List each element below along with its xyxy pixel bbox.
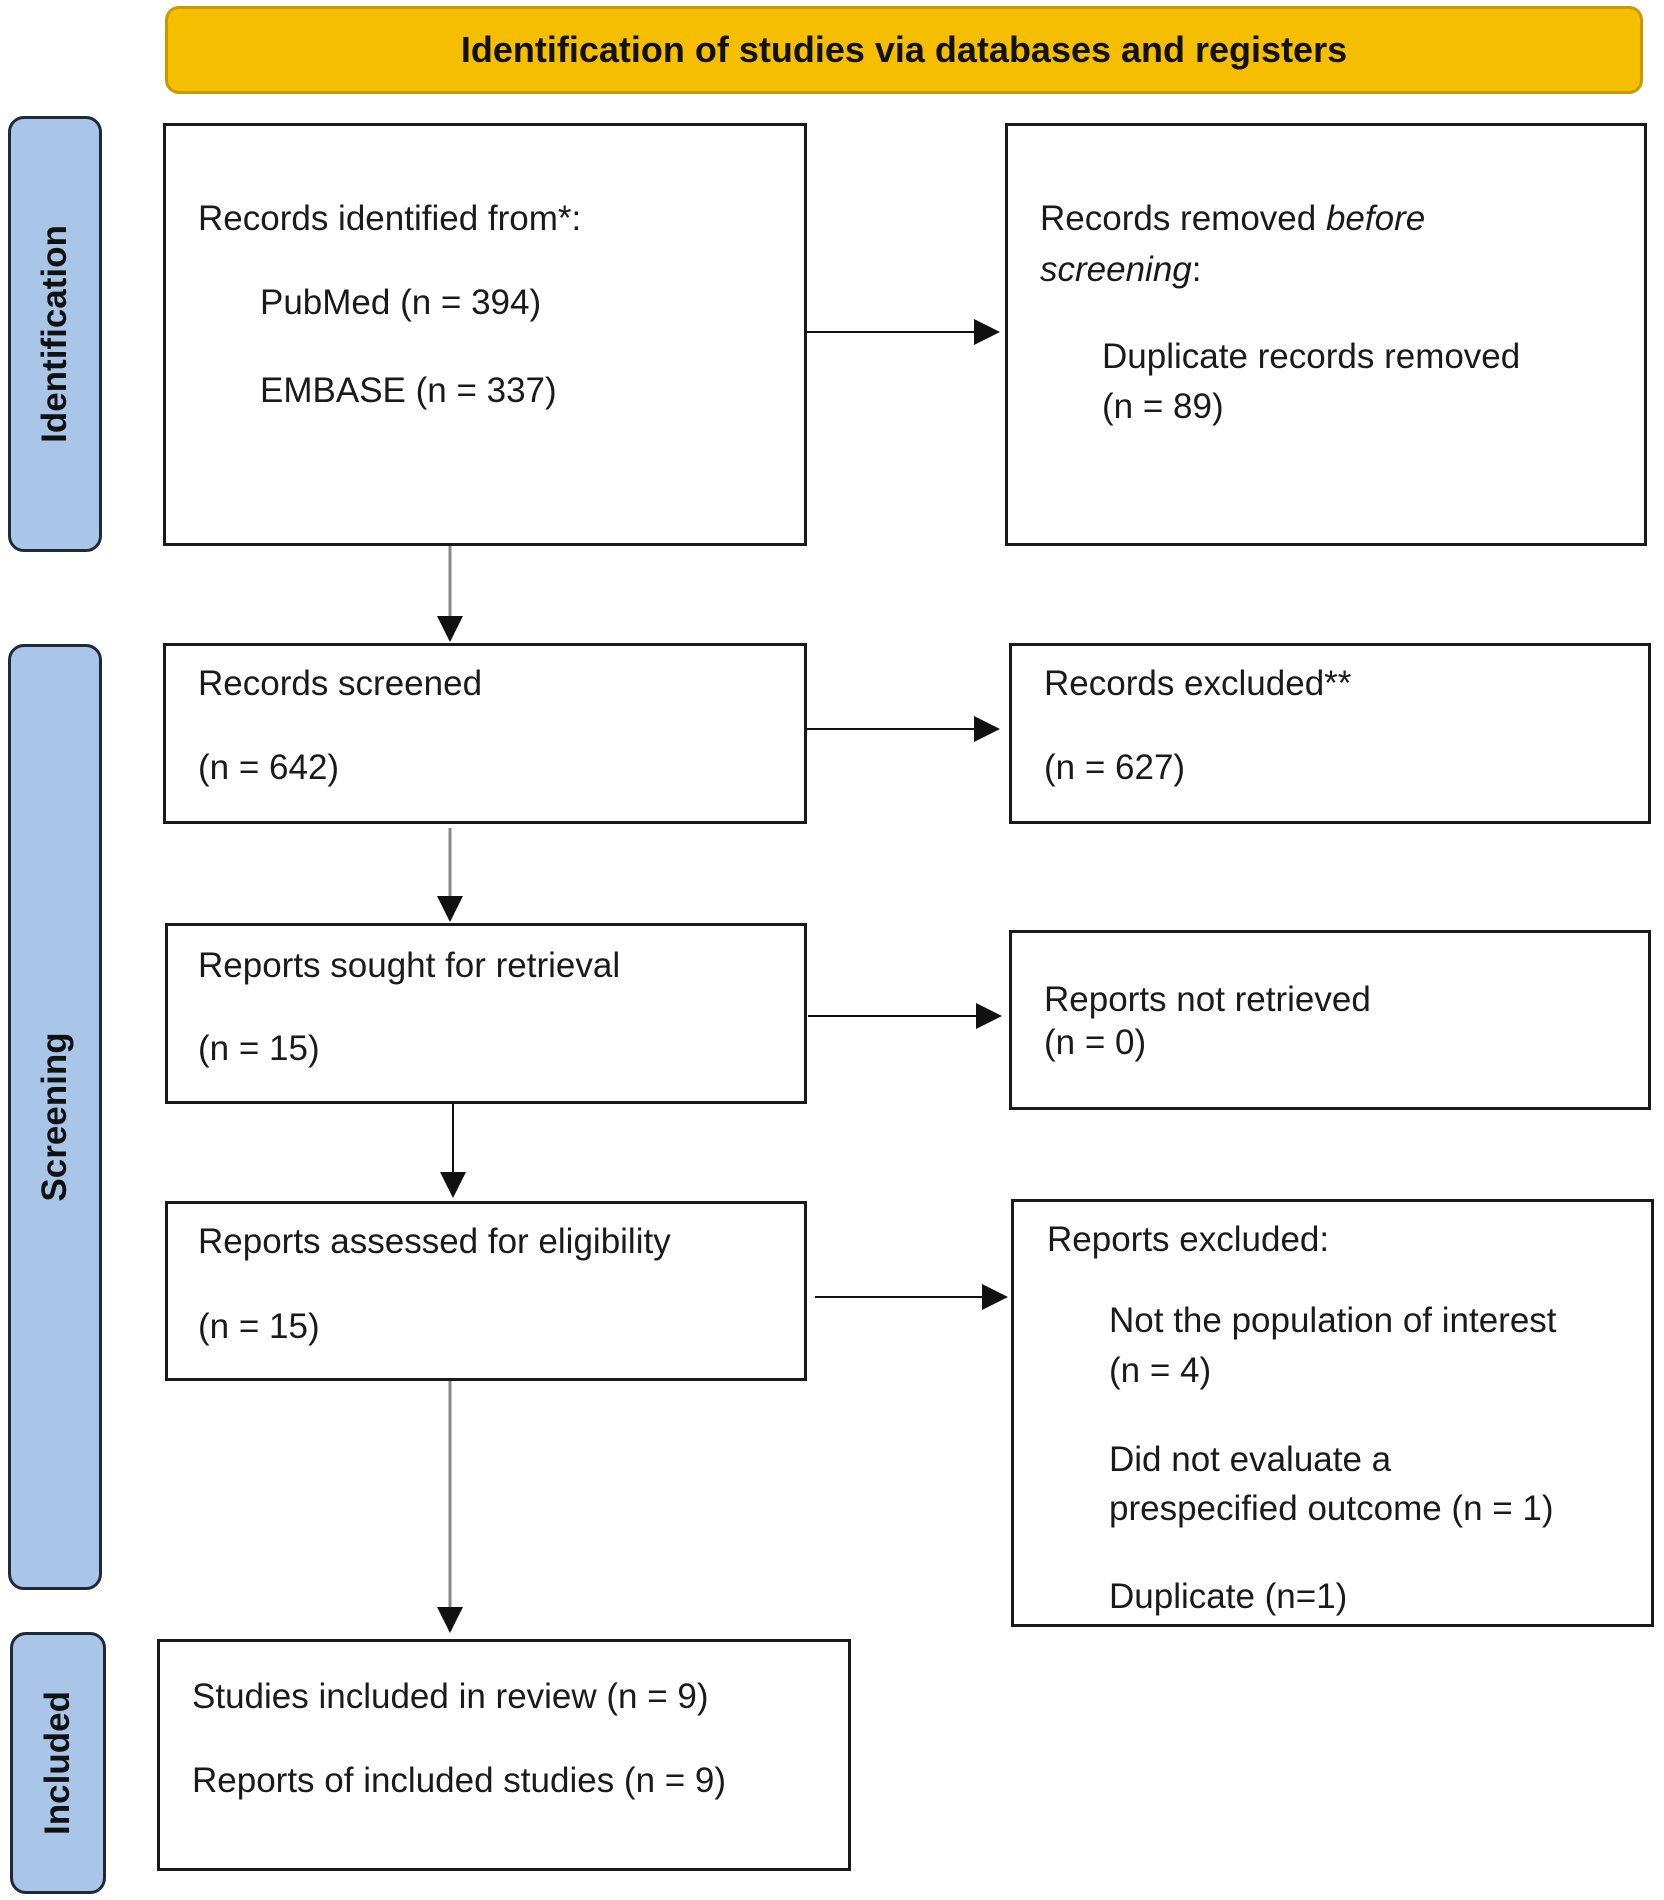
records-excluded-count: (n = 627) bbox=[1044, 748, 1186, 787]
records-excluded-box: Records excluded** (n = 627) bbox=[1009, 643, 1651, 824]
phase-identification: Identification bbox=[8, 116, 102, 552]
embase-count: EMBASE (n = 337) bbox=[260, 371, 557, 410]
reports-included-count: Reports of included studies (n = 9) bbox=[192, 1761, 727, 1800]
reports-sought-title: Reports sought for retrieval bbox=[198, 946, 621, 985]
exclusion-reason-outcome-line2: prespecified outcome (n = 1) bbox=[1109, 1489, 1554, 1528]
reports-not-retrieved-count: (n = 0) bbox=[1044, 1023, 1147, 1062]
records-screened-count: (n = 642) bbox=[198, 748, 340, 787]
exclusion-reason-duplicate: Duplicate (n=1) bbox=[1109, 1577, 1348, 1616]
phase-screening: Screening bbox=[8, 644, 102, 1590]
studies-included-count: Studies included in review (n = 9) bbox=[192, 1677, 709, 1716]
records-excluded-title: Records excluded** bbox=[1044, 664, 1352, 703]
duplicate-records-count: (n = 89) bbox=[1102, 387, 1224, 426]
phase-included: Included bbox=[10, 1632, 106, 1894]
reports-excluded-box: Reports excluded: Not the population of … bbox=[1011, 1199, 1654, 1627]
reports-assessed-title: Reports assessed for eligibility bbox=[198, 1222, 671, 1261]
records-removed-box: Records removed before screening: Duplic… bbox=[1005, 123, 1647, 546]
records-screened-title: Records screened bbox=[198, 664, 483, 703]
reports-not-retrieved-title: Reports not retrieved bbox=[1044, 980, 1371, 1019]
reports-excluded-title: Reports excluded: bbox=[1047, 1220, 1330, 1259]
duplicate-records-label: Duplicate records removed bbox=[1102, 337, 1521, 376]
records-removed-title: Records removed before bbox=[1040, 199, 1426, 238]
reports-assessed-count: (n = 15) bbox=[198, 1307, 320, 1346]
reports-assessed-box: Reports assessed for eligibility (n = 15… bbox=[165, 1201, 807, 1381]
header-banner: Identification of studies via databases … bbox=[165, 6, 1643, 94]
exclusion-reason-population-count: (n = 4) bbox=[1109, 1351, 1212, 1390]
records-screened-box: Records screened (n = 642) bbox=[163, 643, 807, 824]
reports-sought-count: (n = 15) bbox=[198, 1029, 320, 1068]
records-identified-box: Records identified from*: PubMed (n = 39… bbox=[163, 123, 807, 546]
pubmed-count: PubMed (n = 394) bbox=[260, 283, 542, 322]
header-title: Identification of studies via databases … bbox=[460, 29, 1348, 70]
exclusion-reason-population: Not the population of interest bbox=[1109, 1301, 1557, 1340]
records-identified-title: Records identified from*: bbox=[198, 199, 582, 238]
studies-included-box: Studies included in review (n = 9) Repor… bbox=[157, 1639, 851, 1871]
exclusion-reason-outcome: Did not evaluate a bbox=[1109, 1440, 1392, 1479]
reports-not-retrieved-box: Reports not retrieved (n = 0) bbox=[1009, 930, 1651, 1110]
reports-sought-box: Reports sought for retrieval (n = 15) bbox=[165, 923, 807, 1104]
records-removed-title-line2: screening: bbox=[1040, 250, 1202, 289]
